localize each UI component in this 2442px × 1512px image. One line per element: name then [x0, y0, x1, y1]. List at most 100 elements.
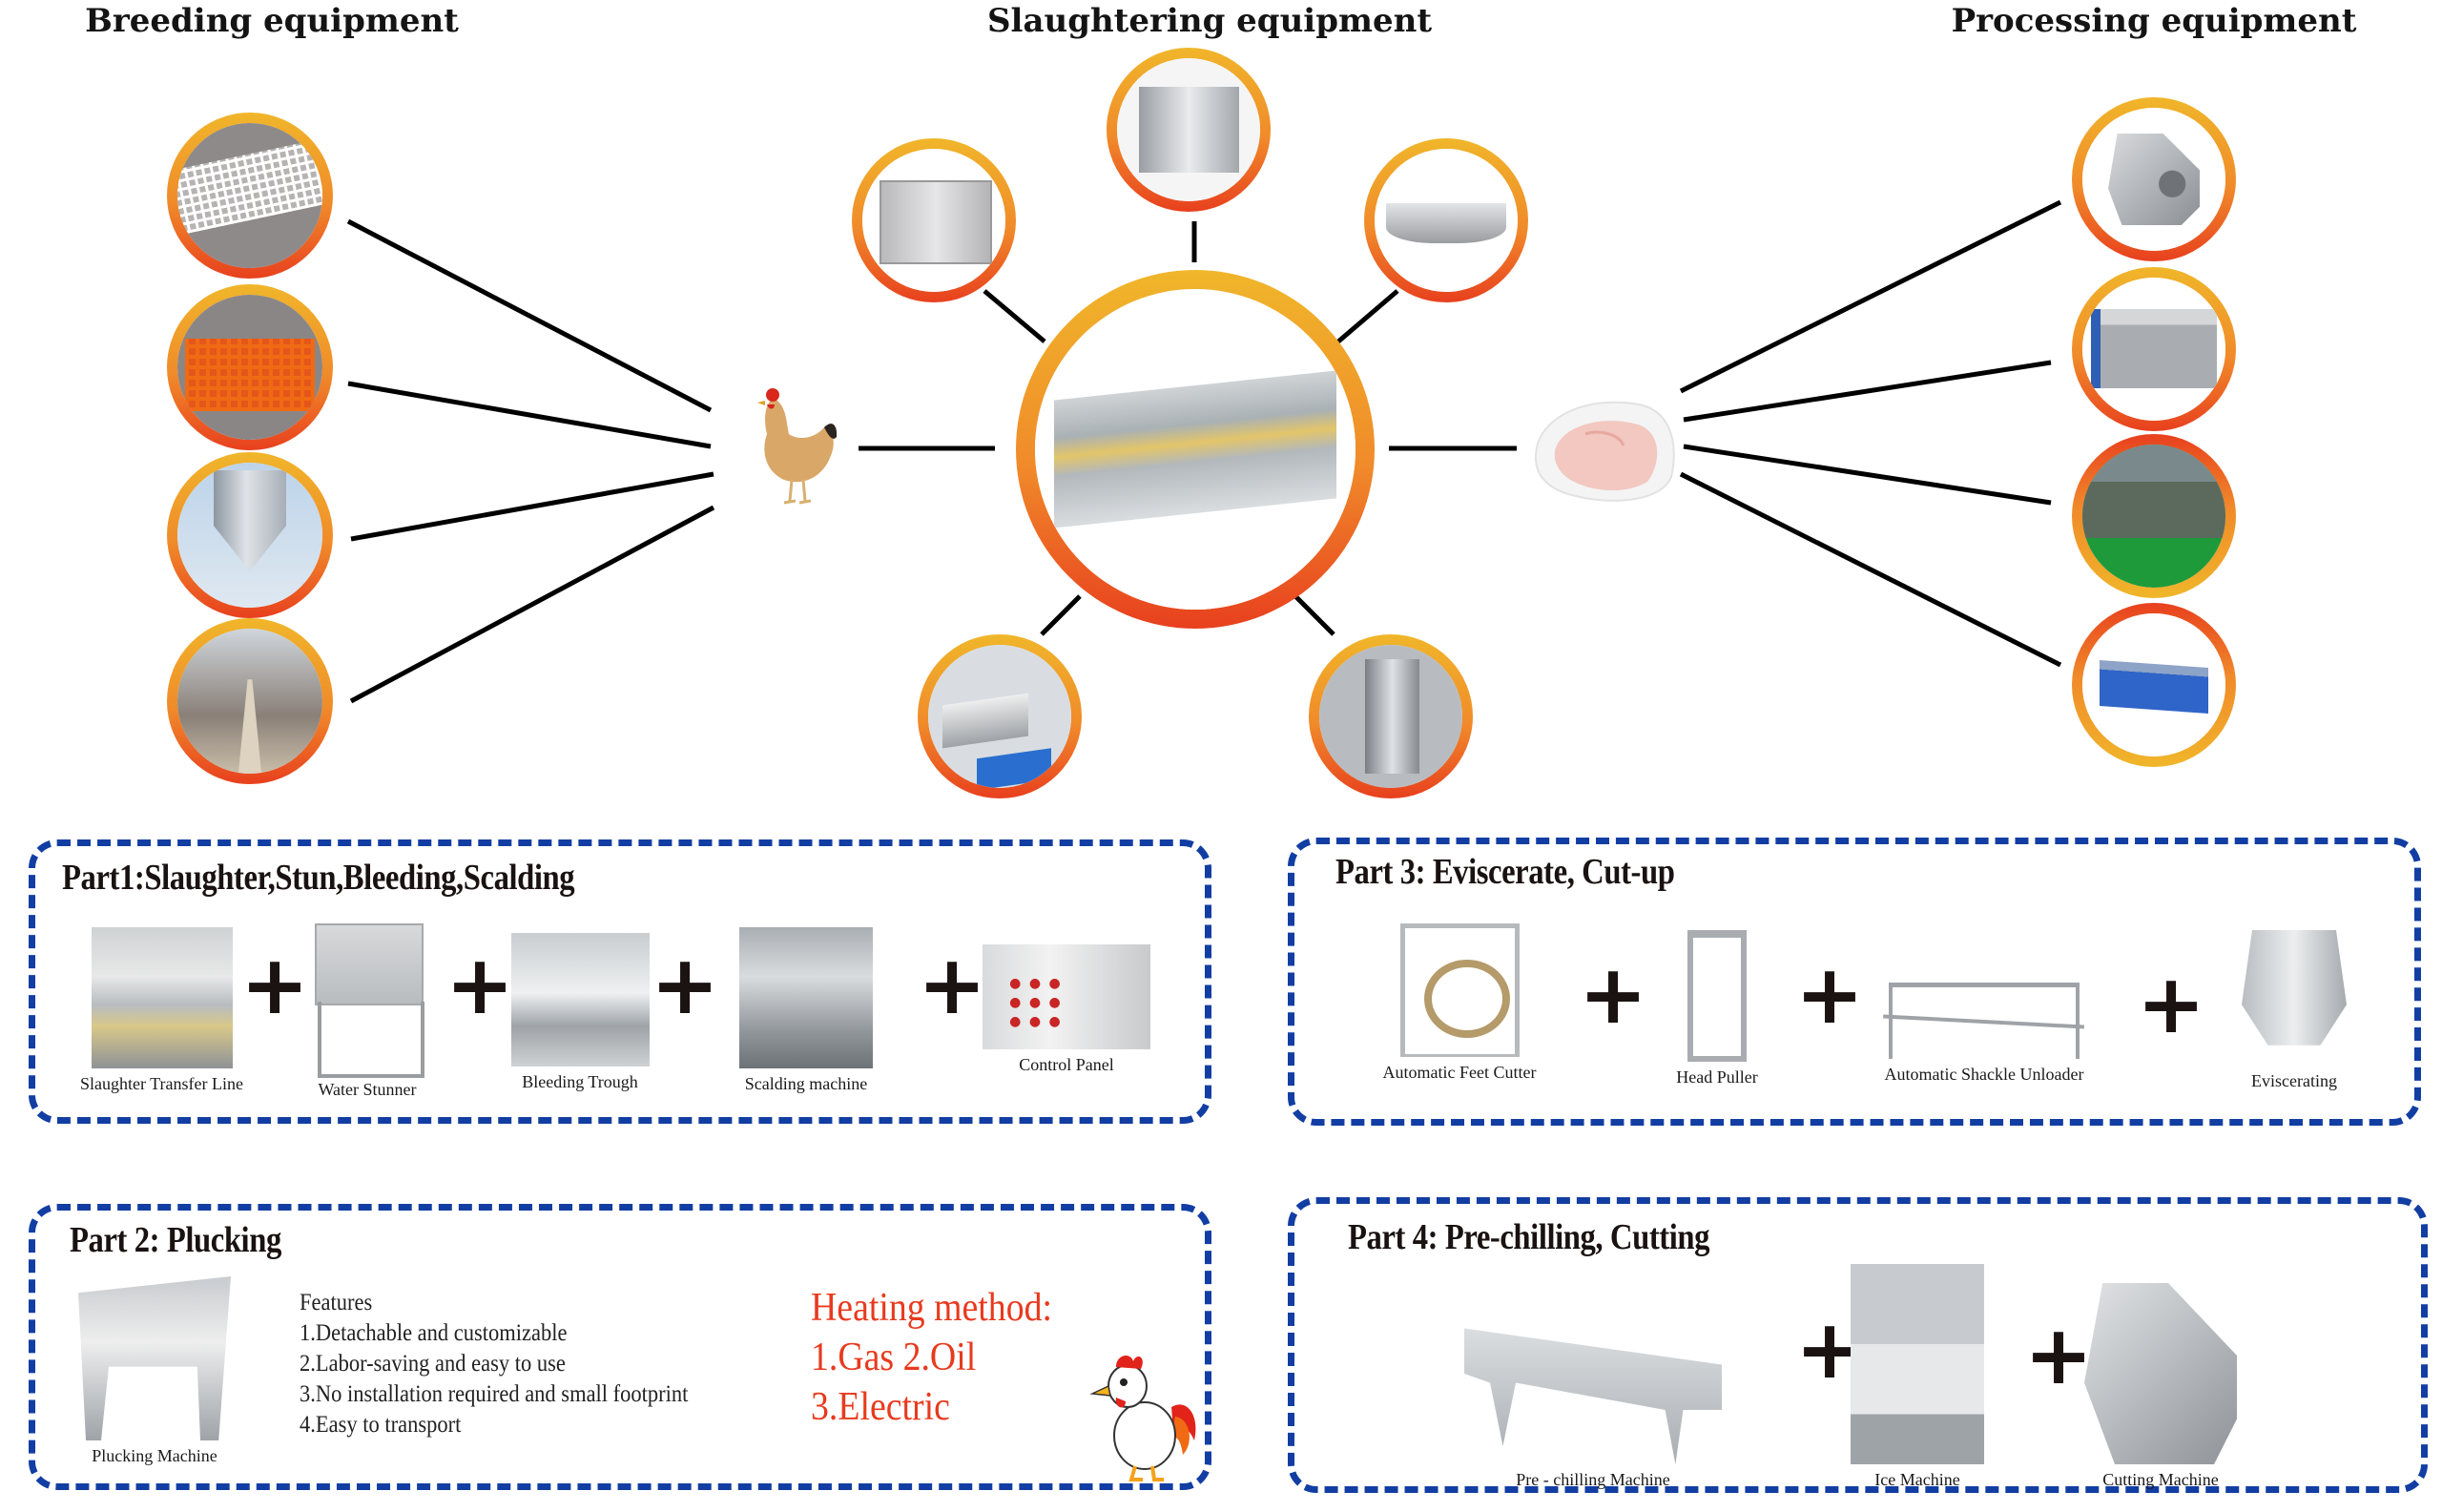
slaughter-item-ice-machine — [1107, 48, 1271, 212]
part1-item: Scalding machine — [730, 927, 882, 1094]
slaughter-line-photo-icon — [1035, 289, 1356, 610]
plucking-machine-image — [78, 1276, 231, 1440]
shackle-unloader-image — [1889, 983, 2080, 1059]
heating-option: 1.Gas 2.Oil — [811, 1336, 977, 1379]
part1-item: Water Stunner — [300, 923, 434, 1100]
slaughter-item-vacuum-tank — [1309, 634, 1473, 798]
processing-item-washer — [2072, 434, 2236, 598]
bleeding-trough-image — [510, 933, 650, 1067]
part1-box — [29, 839, 1211, 1124]
breeding-item-crate — [167, 284, 333, 450]
part4-item: Pre - chilling Machine — [1459, 1283, 1727, 1490]
part3-item: Head Puller — [1660, 930, 1774, 1087]
part4-box — [1288, 1197, 2428, 1493]
slaughter-item-pre-chiller — [1364, 138, 1528, 302]
connector-line — [349, 505, 715, 704]
processing-header: Processing equipment — [1951, 2, 2357, 40]
part1-item: Slaughter Transfer Line — [59, 927, 264, 1094]
feature-item: 4.Easy to transport — [300, 1412, 462, 1438]
control-panel-photo-icon — [862, 149, 1005, 292]
part2-title: Part 2: Plucking — [70, 1220, 281, 1260]
item-caption: Head Puller — [1676, 1067, 1758, 1087]
grader-photo-icon — [928, 645, 1071, 788]
part4-title: Part 4: Pre-chilling, Cutting — [1348, 1217, 1710, 1257]
connector-line — [1679, 471, 2062, 668]
item-caption: Cutting Machine — [2102, 1470, 2219, 1489]
pre-chilling-machine-image — [1464, 1328, 1722, 1464]
item-caption: Water Stunner — [318, 1080, 417, 1099]
part3-item: Automatic Feet Cutter — [1355, 923, 1564, 1083]
slaughter-item-control-panel — [852, 138, 1016, 302]
item-caption: Pre - chilling Machine — [1516, 1470, 1670, 1489]
plus-icon: + — [2024, 1308, 2094, 1403]
ice-machine-image — [1851, 1264, 1984, 1464]
head-puller-image — [1687, 930, 1747, 1062]
cold-storage-photo-icon — [2082, 613, 2225, 756]
part3-item: Eviscerating — [2232, 930, 2356, 1091]
processing-item-packer — [2072, 267, 2236, 431]
item-caption: Plucking Machine — [92, 1446, 217, 1465]
feature-item: 3.No installation required and small foo… — [300, 1381, 689, 1407]
rooster-mascot-icon — [1089, 1356, 1196, 1481]
item-caption: Scalding machine — [744, 1074, 868, 1093]
connector-line — [1683, 444, 2052, 506]
part2-box — [29, 1204, 1211, 1490]
water-stunner-image — [305, 923, 429, 1078]
part4-item: Cutting Machine — [2080, 1283, 2242, 1490]
breeding-header: Breeding equipment — [85, 2, 459, 40]
processing-item-cutter — [2072, 97, 2236, 261]
part1-item: Control Panel — [981, 944, 1152, 1075]
slaughter-line-center — [1016, 270, 1375, 629]
plus-icon: + — [1795, 947, 1865, 1043]
silo-photo-icon — [177, 463, 322, 608]
cutting-machine-image — [2084, 1283, 2237, 1464]
item-caption: Bleeding Trough — [522, 1072, 638, 1091]
slaughter-transfer-line-image — [91, 927, 233, 1068]
part1-title: Part1:Slaughter,Stun,Bleeding,Scalding — [62, 858, 575, 898]
part3-item: Automatic Shackle Unloader — [1870, 983, 2099, 1085]
connector-line — [1683, 360, 2052, 423]
connector-line — [350, 471, 714, 542]
plus-icon: + — [651, 938, 720, 1033]
connector-line — [347, 381, 712, 449]
house-photo-icon — [177, 629, 322, 774]
cutter-photo-icon — [2082, 108, 2225, 251]
item-caption: Slaughter Transfer Line — [80, 1074, 243, 1093]
plus-icon: + — [2137, 957, 2206, 1052]
control-panel-image — [983, 944, 1150, 1049]
breeding-item-silo — [167, 452, 333, 618]
plus-icon: + — [918, 938, 987, 1033]
part4-item: Ice Machine — [1846, 1264, 1989, 1490]
item-caption: Control Panel — [1019, 1055, 1114, 1074]
heating-option: 3.Electric — [811, 1385, 950, 1429]
connector-line — [346, 218, 713, 413]
crate-photo-icon — [177, 295, 322, 440]
item-caption: Eviscerating — [2251, 1071, 2337, 1090]
plus-icon: + — [240, 938, 310, 1033]
slaughtering-header: Slaughtering equipment — [986, 2, 1433, 40]
item-caption: Automatic Feet Cutter — [1382, 1063, 1537, 1082]
breeding-item-house — [167, 618, 333, 784]
live-chicken-icon — [757, 388, 838, 505]
tank-photo-icon — [1319, 645, 1462, 788]
plus-icon: + — [1579, 947, 1648, 1043]
connector-lines — [346, 199, 2062, 704]
chiller-photo-icon — [1375, 149, 1518, 292]
washer-photo-icon — [2082, 445, 2225, 588]
slaughter-item-grader — [918, 634, 1082, 798]
ice-machine-photo-icon — [1117, 58, 1260, 201]
heating-method: Heating method: 1.Gas 2.Oil 3.Electric — [811, 1283, 1052, 1432]
item-caption: Automatic Shackle Unloader — [1884, 1065, 2084, 1084]
part1-item: Bleeding Trough — [504, 933, 656, 1092]
heating-title: Heating method: — [811, 1286, 1052, 1330]
part3-box — [1288, 838, 2421, 1126]
features-title: Features — [300, 1290, 373, 1315]
part3-title: Part 3: Eviscerate, Cut-up — [1335, 852, 1675, 892]
features-list: Features 1.Detachable and customizable 2… — [300, 1288, 688, 1440]
packer-photo-icon — [2082, 278, 2225, 421]
connector-line — [1679, 199, 2062, 394]
feature-item: 1.Detachable and customizable — [300, 1320, 568, 1346]
breeding-item-slat-floor — [167, 113, 333, 279]
part2-machine: Plucking Machine — [69, 1276, 240, 1466]
packaged-chicken-icon — [1535, 401, 1675, 502]
